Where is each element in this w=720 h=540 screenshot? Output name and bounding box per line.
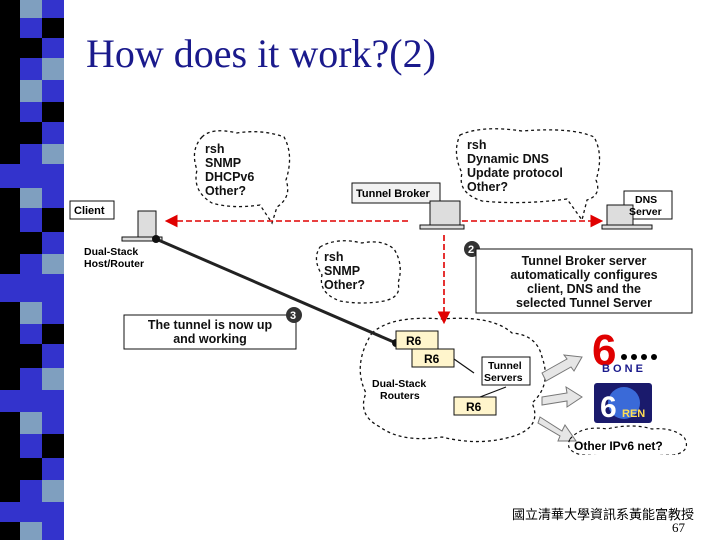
dns-server-icon [601, 190, 673, 230]
step-3-line-2: and working [173, 332, 247, 346]
step-2-text: Tunnel Broker server automatically confi… [510, 254, 657, 310]
callout-right-line-2: Dynamic DNS [467, 152, 549, 166]
tunnel-servers-line-1: Tunnel [488, 360, 522, 372]
client-label: Client [74, 205, 105, 217]
routers-label-line-1: Dual-Stack [372, 378, 426, 390]
dns-server-line-1: DNS [635, 194, 657, 206]
six-ren-digit: 6 [600, 391, 617, 424]
callout-left-line-4: Other? [205, 184, 246, 198]
tunnel-servers-line-2: Servers [484, 372, 523, 384]
tunnel-servers-box [481, 356, 531, 386]
connector-router-servers [453, 358, 475, 374]
tunnel-broker-label: Tunnel Broker [356, 188, 430, 200]
callout-middle-text: rsh SNMP Other? [324, 250, 365, 292]
six-ren-text: REN [622, 408, 645, 420]
other-net-label: Other IPv6 net? [574, 439, 663, 453]
callout-right-text: rsh Dynamic DNS Update protocol Other? [467, 138, 563, 194]
callout-left-line-3: DHCPv6 [205, 170, 254, 184]
step-2-line-4: selected Tunnel Server [516, 296, 652, 310]
slide-title: How does it work?(2) [86, 31, 436, 76]
six-bone-logo: 6 B O N E [592, 326, 657, 375]
step-3-number: 3 [290, 310, 296, 322]
step-3-text: The tunnel is now up and working [148, 318, 273, 346]
router-icon [395, 330, 497, 416]
cloud-callout-right [455, 128, 601, 222]
footer-text: 國立清華大學資訊系黃能富教授 [512, 508, 695, 523]
cloud-callout-left [193, 130, 291, 225]
step-2-line-3: client, DNS and the [527, 282, 641, 296]
callout-middle-line-3: Other? [324, 278, 365, 292]
page-number: 67 [672, 520, 685, 535]
step-3-box [123, 314, 297, 350]
six-bone-digit: 6 [592, 326, 616, 375]
tunnel-line [155, 237, 397, 345]
arrow-icon [537, 354, 583, 442]
tunnel-endpoint-client [152, 235, 160, 243]
router-label-3: R6 [466, 400, 482, 414]
callout-middle-line-2: SNMP [324, 264, 360, 278]
terminal-icon [69, 200, 163, 242]
router-label-1: R6 [406, 334, 422, 348]
callout-right-line-3: Update protocol [467, 166, 563, 180]
step-3-line-1: The tunnel is now up [148, 318, 273, 332]
callout-left-line-1: rsh [205, 142, 224, 156]
step-2-line-2: automatically configures [510, 268, 657, 282]
router-label-2: R6 [424, 352, 440, 366]
six-bone-text: B O N E [602, 363, 643, 375]
callout-right-line-4: Other? [467, 180, 508, 194]
client-role-line-2: Host/Router [84, 258, 144, 270]
dns-server-line-2: Server [629, 206, 662, 218]
callout-left-text: rsh SNMP DHCPv6 Other? [205, 142, 254, 198]
tunnel-broker-diagram: rsh SNMP DHCPv6 Other? rsh Dynamic DNS U… [69, 128, 693, 455]
step-2-box [475, 248, 693, 314]
callout-middle-line-1: rsh [324, 250, 343, 264]
callout-right-line-1: rsh [467, 138, 486, 152]
step-3-badge [286, 307, 302, 323]
cloud-routers [359, 317, 546, 443]
callout-left-line-2: SNMP [205, 156, 241, 170]
routers-label-line-2: Routers [380, 390, 420, 402]
left-decorative-bar [0, 0, 64, 540]
six-ren-logo: 6 REN [594, 383, 652, 424]
step-2-line-1: Tunnel Broker server [522, 254, 647, 268]
step-2-number: 2 [468, 244, 474, 256]
connector-servers-router [479, 386, 507, 398]
tunnel-broker-icon [351, 182, 465, 230]
client-role-line-1: Dual-Stack [84, 246, 138, 258]
